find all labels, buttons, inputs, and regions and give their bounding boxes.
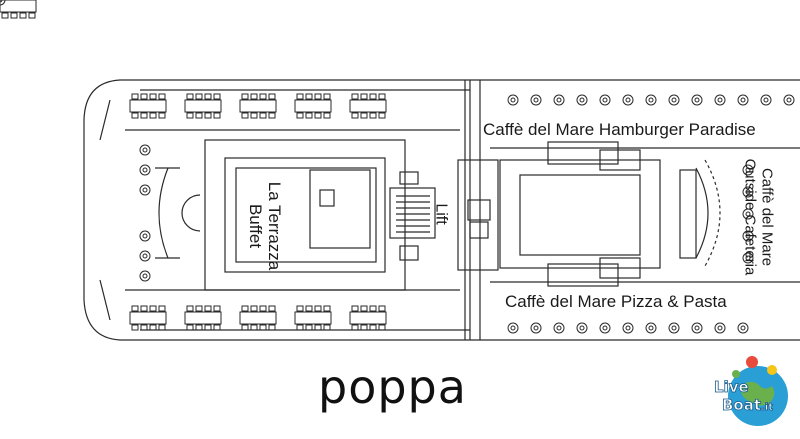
logo-text-boat: Boat bbox=[722, 396, 762, 415]
label-hamburger-paradise: Caffè del Mare Hamburger Paradise bbox=[483, 120, 756, 139]
buffet-counter bbox=[204, 139, 406, 291]
round-tables bbox=[0, 0, 795, 334]
logo-text-suffix: .it bbox=[761, 402, 774, 414]
galley-block bbox=[499, 159, 661, 269]
livebeat-globe-logo: Live Boat.it bbox=[712, 352, 798, 434]
label-outside-cafeteria: Caffè del Mare Outside Cafeteria bbox=[741, 158, 776, 276]
deck-tables-top bbox=[0, 0, 387, 331]
hull-outline bbox=[83, 79, 800, 341]
label-pizza-pasta: Caffè del Mare Pizza & Pasta bbox=[505, 292, 727, 311]
label-la-terrazza-buffet: La Terrazza Buffet bbox=[246, 181, 284, 271]
logo-text-live: Live bbox=[714, 378, 749, 397]
stairs-aft bbox=[389, 171, 436, 261]
inner-wall bbox=[99, 89, 470, 331]
aft-semicircle bbox=[181, 194, 201, 232]
orientation-label-poppa: poppa bbox=[318, 360, 467, 414]
lift-shaft bbox=[457, 159, 499, 271]
label-lift: Lift bbox=[432, 203, 450, 225]
